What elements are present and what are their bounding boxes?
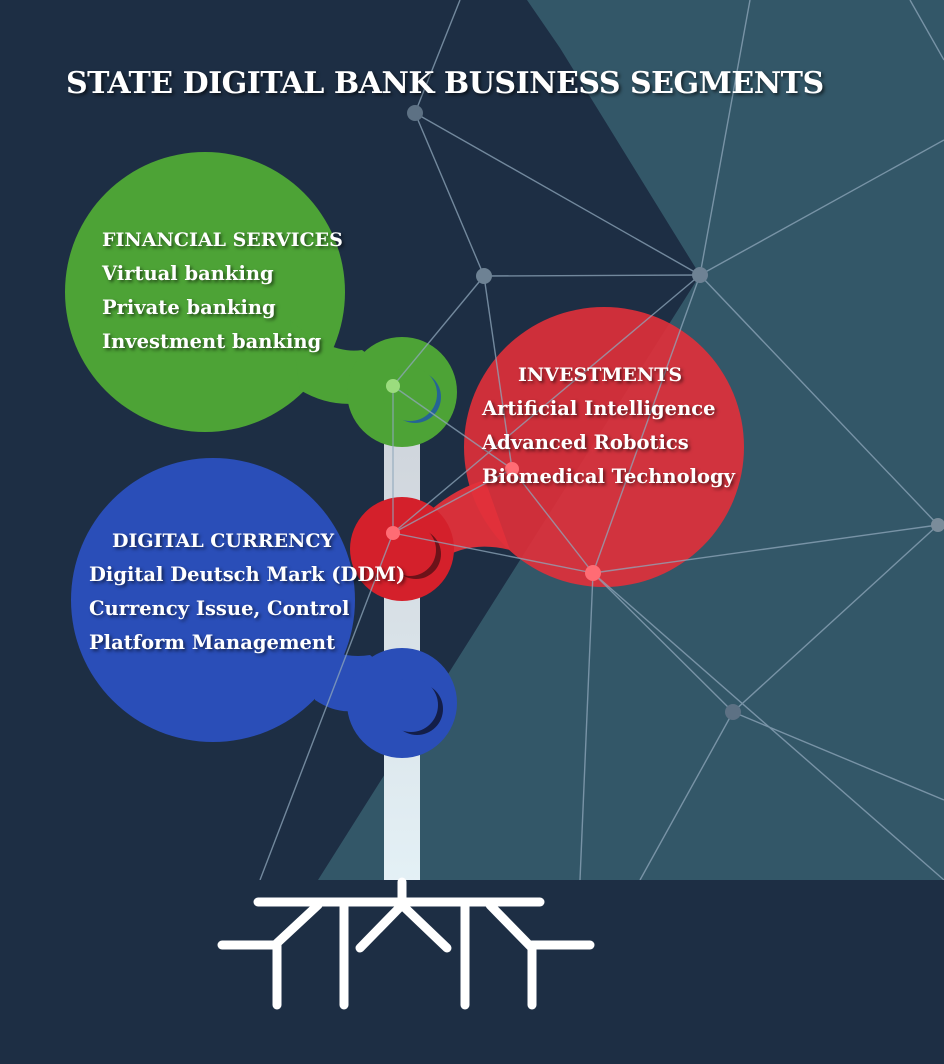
list-item: Virtual banking — [102, 262, 274, 285]
investments-list: Artificial Intelligence Advanced Robotic… — [482, 397, 735, 488]
digital-currency-segment: DIGITAL CURRENCY Digital Deutsch Mark (D… — [89, 530, 405, 654]
financial-services-title: FINANCIAL SERVICES — [102, 229, 343, 251]
list-item: Digital Deutsch Mark (DDM) — [89, 563, 406, 586]
tree-roots — [217, 877, 595, 1010]
tree-trunk — [384, 400, 420, 890]
investments-segment: INVESTMENTS Artificial Intelligence Adva… — [482, 364, 735, 488]
investments-title: INVESTMENTS — [518, 364, 683, 386]
financial-services-list: Virtual banking Private banking Investme… — [102, 262, 343, 353]
network-lines — [259, 0, 944, 881]
page-title: STATE DIGITAL BANK BUSINESS SEGMENTS — [66, 66, 824, 101]
list-item: Artificial Intelligence — [482, 397, 716, 420]
financial-services-segment: FINANCIAL SERVICES Virtual banking Priva… — [102, 229, 343, 353]
list-item: Currency Issue, Control — [89, 597, 350, 620]
list-item: Private banking — [102, 296, 276, 319]
list-item: Biomedical Technology — [482, 465, 735, 488]
list-item: Advanced Robotics — [482, 431, 689, 454]
digital-currency-title: DIGITAL CURRENCY — [112, 530, 335, 552]
list-item: Investment banking — [102, 330, 322, 353]
list-item: Platform Management — [89, 631, 336, 654]
network-nodes — [386, 105, 944, 720]
ground-strip — [0, 880, 944, 1064]
investments-leaf — [350, 307, 744, 601]
digital-currency-list: Digital Deutsch Mark (DDM) Currency Issu… — [89, 563, 405, 654]
digital-currency-leaf — [71, 458, 457, 758]
